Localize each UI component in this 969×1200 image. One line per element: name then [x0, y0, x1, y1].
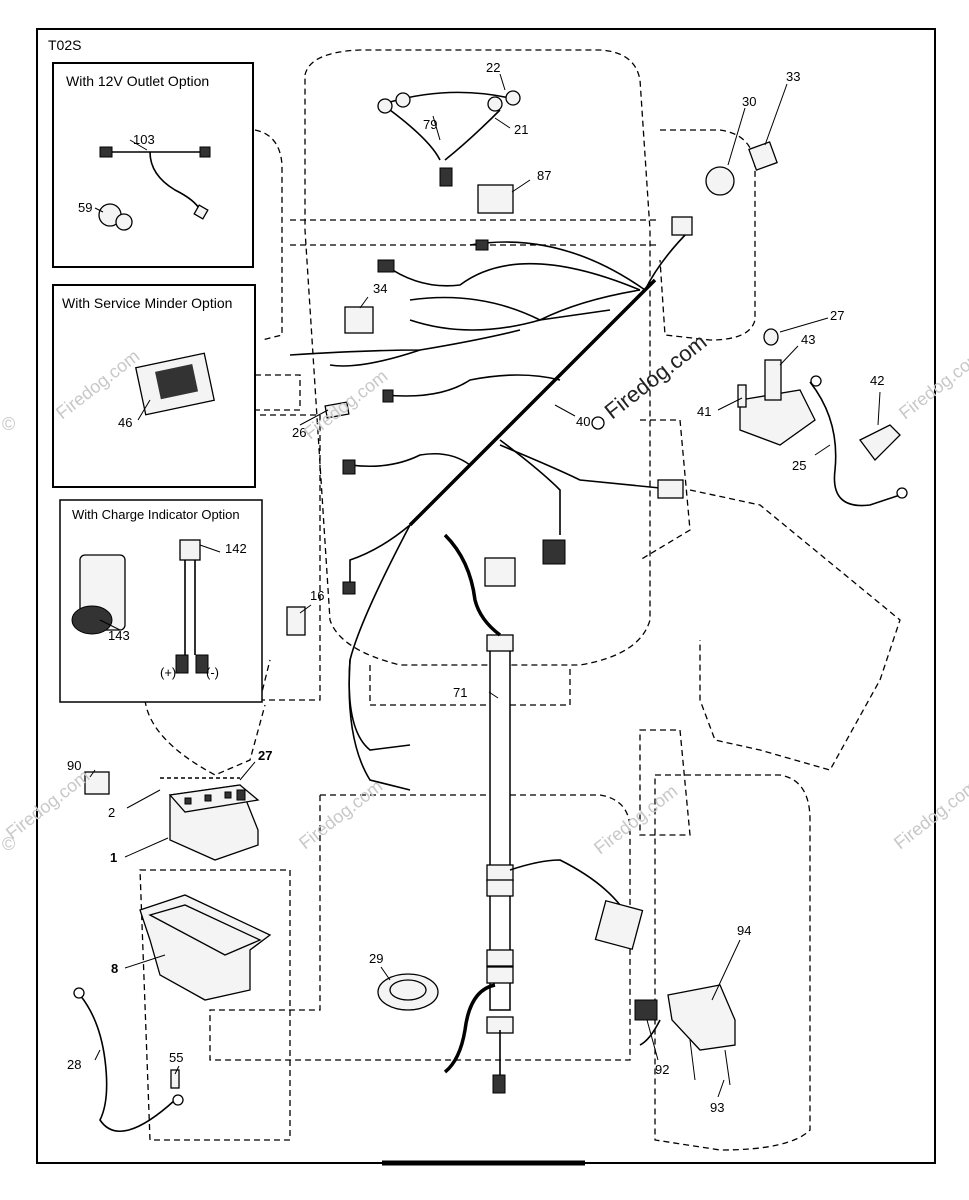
part-label-1: 1: [110, 850, 117, 865]
cable-25: [809, 381, 901, 507]
part-label-43: 43: [801, 332, 815, 347]
part-label-143: 143: [108, 628, 130, 643]
part-42-cover: [859, 424, 901, 461]
part-label-92: 92: [655, 1062, 669, 1077]
harness-71: [443, 533, 644, 1094]
part-34-switch: [344, 306, 374, 334]
starter-solenoid-43: [737, 328, 816, 446]
part-label-33: 33: [786, 69, 800, 84]
part-label-21: 21: [514, 122, 528, 137]
watermark-right-lower: Firedog.com: [890, 776, 969, 853]
part-16-relay: [286, 606, 306, 636]
part-label-40: 40: [576, 414, 590, 429]
outlet-option-title: With 12V Outlet Option: [66, 73, 209, 89]
part-label-42: 42: [870, 373, 884, 388]
minus-label: (-): [206, 665, 219, 680]
part-label-90: 90: [67, 758, 81, 773]
watermark-lower-left: Firedog.com: [2, 766, 93, 843]
part-label-94: 94: [737, 923, 751, 938]
part-label-55: 55: [169, 1050, 183, 1065]
part-label-59: 59: [78, 200, 92, 215]
copyright-left: ©: [2, 414, 15, 434]
main-wire-harness: [289, 216, 693, 791]
part-label-27-top: 27: [830, 308, 844, 323]
headlight-assembly: [377, 90, 521, 187]
part-87-switch: [477, 184, 514, 214]
part-label-41: 41: [697, 404, 711, 419]
outlet-option-box: With 12V Outlet Option 103 59: [52, 62, 254, 268]
part-label-29: 29: [369, 951, 383, 966]
charge-indicator-title: With Charge Indicator Option: [72, 507, 240, 522]
part-label-8: 8: [111, 961, 118, 976]
part-33-plate: [748, 141, 778, 171]
switch-94: [667, 984, 736, 1051]
diagram-code: T02S: [48, 37, 81, 53]
part-label-103: 103: [133, 132, 155, 147]
part-90: [84, 771, 110, 795]
part-label-46: 46: [118, 415, 132, 430]
watermark-lower: Firedog.com: [295, 776, 386, 853]
part-label-27-battery: 27: [258, 748, 272, 763]
battery-tray-8: [139, 894, 272, 1001]
part-label-16: 16: [310, 588, 324, 603]
service-minder-title: With Service Minder Option: [62, 295, 232, 311]
part-label-93: 93: [710, 1100, 724, 1115]
tractor-outline: [139, 49, 901, 1151]
battery-1: [168, 784, 260, 861]
watermark-center: Firedog.com: [300, 366, 391, 443]
part-label-71: 71: [453, 685, 467, 700]
part-26-fuse: [324, 401, 350, 419]
copyright-lower-left: ©: [2, 834, 15, 854]
plus-label: (+): [160, 665, 176, 680]
leader-lines: [89, 73, 881, 1098]
bolt-55: [170, 1069, 180, 1089]
charge-indicator-option-box: With Charge Indicator Option 142 143 (+)…: [59, 499, 263, 703]
cable-28: [79, 994, 176, 1132]
part-label-34: 34: [373, 281, 387, 296]
watermark-lower-right: Firedog.com: [590, 781, 681, 858]
part-label-30: 30: [742, 94, 756, 109]
service-minder-option-box: With Service Minder Option 46: [52, 284, 256, 488]
watermark-right: Firedog.com: [895, 346, 969, 423]
part-30-ignition: [705, 166, 735, 196]
part-label-26: 26: [292, 425, 306, 440]
part-label-22: 22: [486, 60, 500, 75]
part-label-87: 87: [537, 168, 551, 183]
part-label-2: 2: [108, 805, 115, 820]
part-label-25: 25: [792, 458, 806, 473]
switch-92: [634, 999, 658, 1021]
part-label-142: 142: [225, 541, 247, 556]
part-label-28: 28: [67, 1057, 81, 1072]
watermark-main: Firedog.com: [600, 329, 712, 424]
part-label-79: 79: [423, 117, 437, 132]
